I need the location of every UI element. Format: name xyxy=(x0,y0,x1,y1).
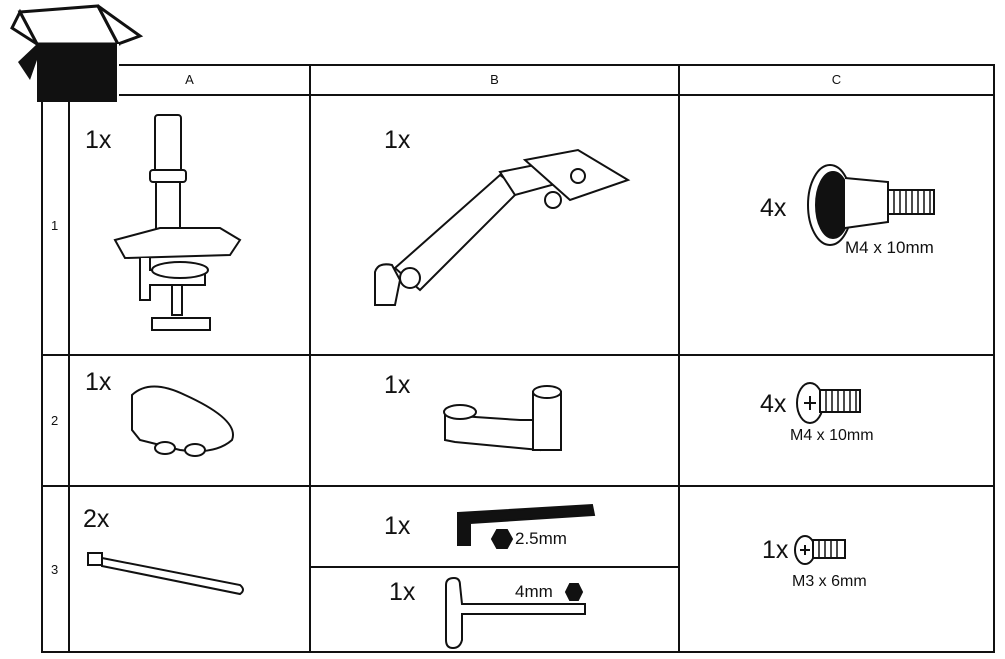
qty-a1: 1x xyxy=(85,126,112,154)
cable-cover-icon xyxy=(131,385,234,457)
hex-key-small-icon xyxy=(457,503,596,549)
screw-m3-icon xyxy=(794,535,846,565)
row-label-1: 1 xyxy=(51,218,59,233)
qty-c2: 4x xyxy=(760,390,787,418)
column-header-a: A xyxy=(185,72,194,87)
thumb-screw-large-icon xyxy=(807,164,935,246)
spec-c1: M4 x 10mm xyxy=(845,238,934,257)
desk-clamp-icon xyxy=(113,114,242,331)
spec-c3: M3 x 6mm xyxy=(792,573,867,590)
spec-b3a: 2.5mm xyxy=(515,529,567,548)
extension-arm-icon xyxy=(443,385,562,452)
spec-b3b: 4mm xyxy=(515,582,553,601)
monitor-arm-icon xyxy=(374,148,631,306)
row-label-2: 2 xyxy=(51,413,59,428)
qty-c3: 1x xyxy=(762,536,789,564)
qty-b2: 1x xyxy=(384,371,411,399)
qty-b1: 1x xyxy=(384,126,411,154)
screw-m4-icon xyxy=(796,382,861,424)
qty-c1: 4x xyxy=(760,194,787,222)
t-handle-key-icon xyxy=(445,576,586,650)
qty-a3: 2x xyxy=(83,505,110,533)
column-header-c: C xyxy=(831,72,842,87)
qty-b3a: 1x xyxy=(384,512,411,540)
row-label-3: 3 xyxy=(51,562,59,577)
table-grid xyxy=(41,64,995,653)
cable-tie-icon xyxy=(87,552,244,596)
qty-a2: 1x xyxy=(85,368,112,396)
qty-b3b: 1x xyxy=(389,578,416,606)
spec-c2: M4 x 10mm xyxy=(790,427,874,444)
column-header-b: B xyxy=(490,72,499,87)
box-icon xyxy=(10,4,144,102)
